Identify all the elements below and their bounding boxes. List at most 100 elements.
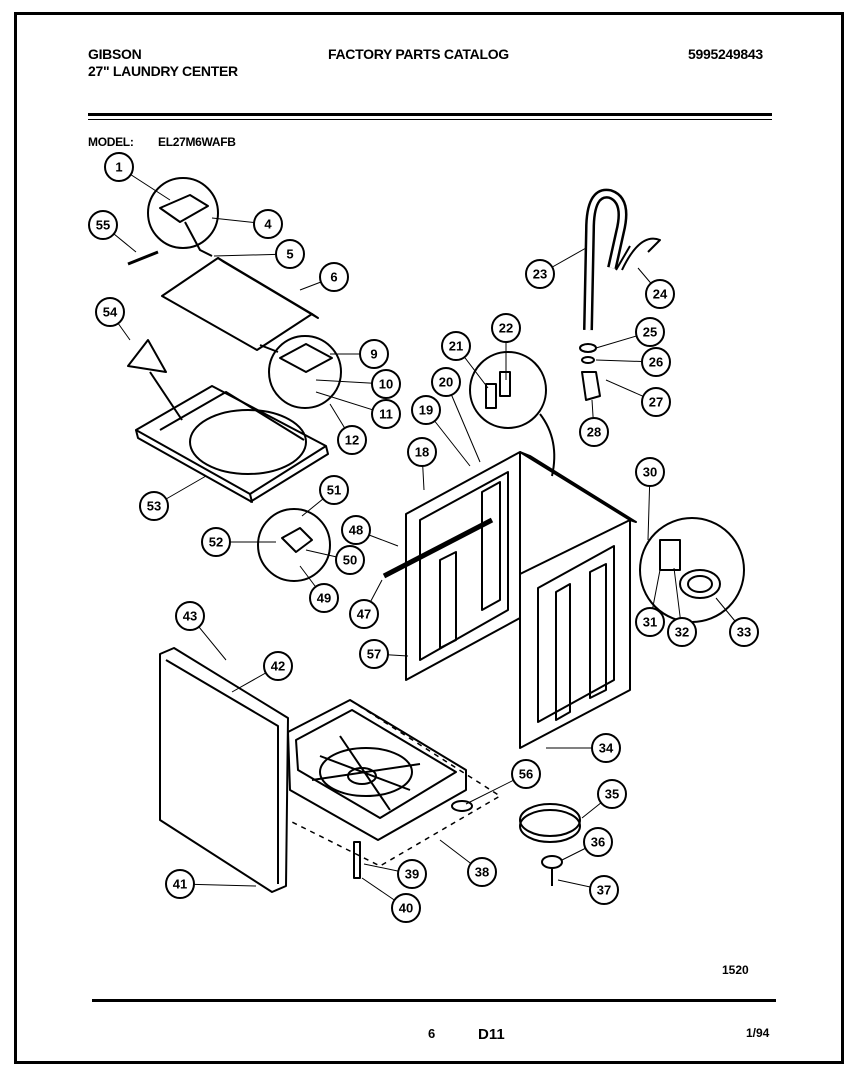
callout-number-12: 12	[345, 433, 359, 448]
catalog-title: FACTORY PARTS CATALOG	[328, 46, 509, 62]
callout-bubble-36	[583, 827, 613, 857]
callout-number-47: 47	[357, 607, 371, 622]
header-rule-thin	[88, 119, 772, 120]
callout-bubble-49	[309, 583, 339, 613]
callout-bubble-52	[201, 527, 231, 557]
callout-bubble-10	[371, 369, 401, 399]
page-frame	[14, 12, 844, 1064]
callout-number-57: 57	[367, 647, 381, 662]
brand-name: GIBSON	[88, 46, 142, 62]
callout-number-30: 30	[643, 465, 657, 480]
callout-bubble-43	[175, 601, 205, 631]
callout-bubble-47	[349, 599, 379, 629]
callout-number-41: 41	[173, 877, 187, 892]
callout-number-39: 39	[405, 867, 419, 882]
callout-number-37: 37	[597, 883, 611, 898]
callout-number-49: 49	[317, 591, 331, 606]
callout-number-50: 50	[343, 553, 357, 568]
callout-bubble-23	[525, 259, 555, 289]
section-code: D11	[478, 1026, 505, 1043]
callout-bubble-50	[335, 545, 365, 575]
callout-number-19: 19	[419, 403, 433, 418]
callout-number-21: 21	[449, 339, 463, 354]
callout-bubble-55	[88, 210, 118, 240]
callout-number-32: 32	[675, 625, 689, 640]
callout-bubble-6	[319, 262, 349, 292]
drive-ring	[519, 803, 581, 837]
callout-number-38: 38	[475, 865, 489, 880]
callout-number-43: 43	[183, 609, 197, 624]
header-rule	[88, 113, 772, 116]
callout-bubble-31	[635, 607, 665, 637]
callout-number-53: 53	[147, 499, 161, 514]
callout-number-51: 51	[327, 483, 341, 498]
callout-number-23: 23	[533, 267, 547, 282]
product-name: 27" LAUNDRY CENTER	[88, 63, 238, 79]
callout-bubble-28	[579, 417, 609, 447]
callout-bubble-22	[491, 313, 521, 343]
diagram-code: 1520	[722, 963, 749, 977]
callout-bubble-24	[645, 279, 675, 309]
callout-number-1: 1	[115, 160, 122, 175]
callout-bubble-35	[597, 779, 627, 809]
callout-bubble-38	[467, 857, 497, 887]
callout-bubble-42	[263, 651, 293, 681]
callout-bubble-25	[635, 317, 665, 347]
callout-number-54: 54	[103, 305, 118, 320]
callout-bubble-18	[407, 437, 437, 467]
callout-number-56: 56	[519, 767, 533, 782]
callout-bubble-1	[104, 152, 134, 182]
callout-bubble-11	[371, 399, 401, 429]
callout-number-27: 27	[649, 395, 663, 410]
callout-number-35: 35	[605, 787, 619, 802]
callout-number-40: 40	[399, 901, 413, 916]
callout-bubble-5	[275, 239, 305, 269]
callout-bubble-27	[641, 387, 671, 417]
callout-number-31: 31	[643, 615, 657, 630]
cabinet-side-panel	[405, 451, 521, 681]
callout-number-33: 33	[737, 625, 751, 640]
callout-bubble-20	[431, 367, 461, 397]
water-valve-detail-circle	[639, 517, 745, 623]
callout-number-11: 11	[379, 407, 393, 422]
callout-number-9: 9	[370, 347, 377, 362]
callout-number-34: 34	[599, 741, 614, 756]
callout-bubble-56	[511, 759, 541, 789]
callout-bubble-32	[667, 617, 697, 647]
callout-bubble-37	[589, 875, 619, 905]
callout-bubble-34	[591, 733, 621, 763]
callout-number-4: 4	[264, 217, 272, 232]
callout-number-26: 26	[649, 355, 663, 370]
callout-bubble-9	[359, 339, 389, 369]
callout-bubble-57	[359, 639, 389, 669]
callout-bubble-39	[397, 859, 427, 889]
callout-bubble-48	[341, 515, 371, 545]
callout-number-28: 28	[587, 425, 601, 440]
top-cover	[135, 385, 327, 495]
page-number: 6	[428, 1026, 436, 1041]
hinge-detail-circle	[147, 177, 219, 249]
callout-bubble-26	[641, 347, 671, 377]
callout-number-10: 10	[379, 377, 393, 392]
callout-bubble-41	[165, 869, 195, 899]
switch-detail-circle	[268, 335, 342, 409]
callout-bubble-33	[729, 617, 759, 647]
callout-number-6: 6	[330, 270, 337, 285]
lid-switch-detail-circle	[257, 508, 331, 582]
catalog-number: 5995249843	[688, 46, 763, 62]
cabinet-right-panel	[519, 451, 631, 749]
front-panel	[159, 647, 289, 893]
callout-number-36: 36	[591, 835, 605, 850]
callout-number-48: 48	[349, 523, 363, 538]
callout-bubble-30	[635, 457, 665, 487]
callout-bubble-12	[337, 425, 367, 455]
callout-number-42: 42	[271, 659, 285, 674]
callout-bubble-21	[441, 331, 471, 361]
callout-number-20: 20	[439, 375, 453, 390]
model-number: EL27M6WAFB	[158, 135, 236, 149]
revision-date: 1/94	[746, 1026, 770, 1040]
hose-clamp-detail-circle	[469, 351, 547, 429]
callout-bubble-53	[139, 491, 169, 521]
callout-number-25: 25	[643, 325, 657, 340]
lid-panel	[161, 257, 313, 351]
